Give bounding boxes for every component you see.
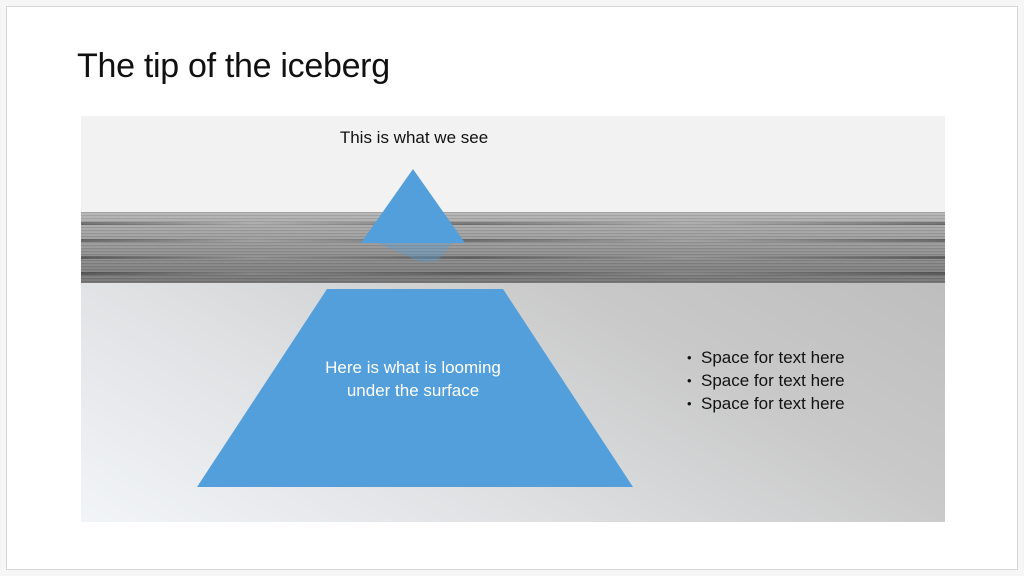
bullet-item: • Space for text here bbox=[687, 346, 845, 369]
bullet-list: • Space for text here • Space for text her… bbox=[687, 346, 845, 415]
visible-part-label: This is what we see bbox=[339, 128, 489, 147]
iceberg-tip bbox=[361, 169, 465, 243]
bullet-item: • Space for text here bbox=[687, 392, 845, 415]
iceberg-base bbox=[197, 289, 633, 487]
bullet-icon: • bbox=[687, 350, 692, 365]
iceberg-reflection bbox=[377, 243, 453, 262]
sky-background bbox=[81, 116, 945, 212]
iceberg-figure: This is what we see Here is what is loom… bbox=[81, 116, 945, 522]
bullet-text: Space for text here bbox=[701, 348, 845, 367]
wave-band bbox=[81, 222, 945, 225]
slide: The tip of the iceberg This is what we s… bbox=[6, 6, 1018, 570]
bullet-icon: • bbox=[687, 373, 692, 388]
wave-band bbox=[81, 272, 945, 275]
bullet-item: • Space for text here bbox=[687, 369, 845, 392]
iceberg-shapes bbox=[197, 169, 633, 487]
water-surface bbox=[81, 212, 945, 283]
bullet-text: Space for text here bbox=[701, 394, 845, 413]
wave-band bbox=[81, 239, 945, 242]
wave-band bbox=[81, 256, 945, 259]
slide-title: The tip of the iceberg bbox=[77, 47, 390, 85]
bullet-icon: • bbox=[687, 396, 692, 411]
bullet-text: Space for text here bbox=[701, 371, 845, 390]
hidden-part-label: Here is what is looming under the surfac… bbox=[325, 358, 501, 400]
